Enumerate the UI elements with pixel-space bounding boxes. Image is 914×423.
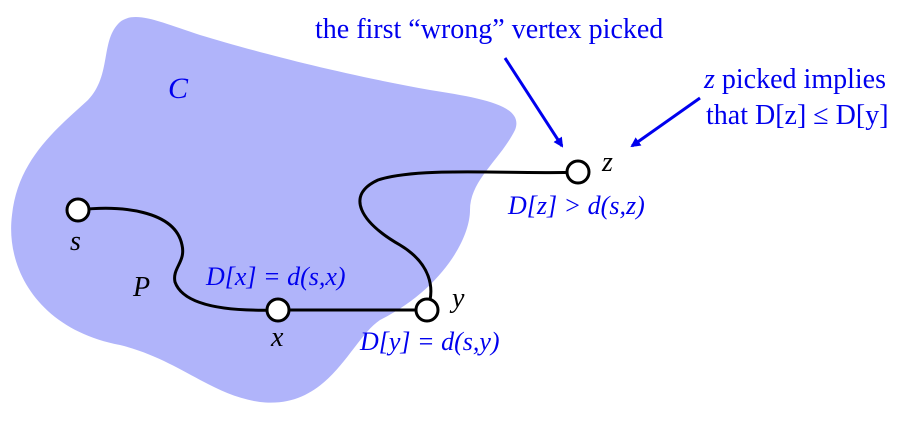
cloud-region-c	[11, 17, 517, 403]
vertex-x	[265, 297, 291, 323]
path-label-p: P	[132, 272, 150, 303]
equation-x: D[x] = d(s,x)	[205, 262, 346, 291]
arrow-z-picked	[630, 96, 701, 148]
annotation-z-var: z	[703, 64, 715, 95]
annotation-z-picked-line2: that D[z] ≤ D[y]	[706, 100, 889, 131]
vertex-s	[65, 197, 91, 223]
arrow-first-wrong	[503, 57, 564, 148]
region-label-c: C	[168, 72, 189, 105]
vertex-label-x: x	[270, 322, 284, 353]
equation-y: D[y] = d(s,y)	[359, 327, 500, 356]
annotation-picked-implies: picked implies	[715, 64, 886, 95]
vertex-label-s: s	[70, 226, 81, 257]
path-p	[77, 206, 279, 312]
vertex-label-y: y	[449, 283, 465, 314]
edge-y-z	[358, 170, 579, 311]
vertex-label-z: z	[601, 147, 613, 178]
annotation-first-wrong: the first “wrong” vertex picked	[315, 14, 663, 45]
vertex-y	[414, 297, 440, 323]
annotation-z-picked-line1: z picked implies	[703, 64, 886, 95]
vertex-z	[565, 159, 591, 185]
inequality-z: D[z] > d(s,z)	[507, 191, 645, 220]
